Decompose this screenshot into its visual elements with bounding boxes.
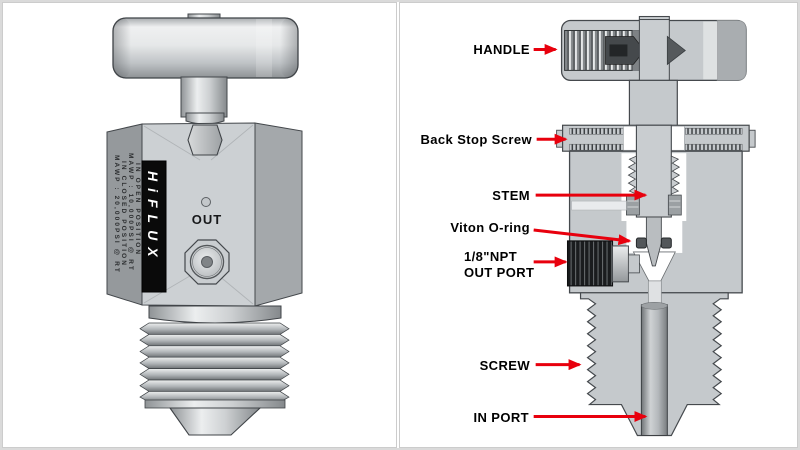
viton-o-rings <box>635 237 672 249</box>
brand-label-plate <box>141 160 167 293</box>
callout-arrows <box>533 43 648 423</box>
in-port-channel <box>640 280 668 436</box>
valve-stem-exterior <box>180 76 228 125</box>
out-port-boss <box>184 239 230 285</box>
gland-nut <box>187 124 223 156</box>
arrow-viton-o-ring <box>533 228 632 246</box>
side-passage <box>571 200 627 211</box>
t-handle <box>112 17 299 79</box>
panel-cross-section: HANDLE Back Stop Screw STEM Viton O-ring… <box>399 2 798 448</box>
out-port-section <box>566 240 640 287</box>
valve-3d-illustration <box>106 13 303 436</box>
panel-3d-view: OUT HiFLUX MAWP : 20,000PSI @ RT IN CLOS… <box>2 2 397 448</box>
pilot-hole <box>201 197 211 207</box>
valve-cross-section-illustration <box>533 15 756 437</box>
stem-housing <box>628 79 678 127</box>
lower-thread-section <box>139 305 290 436</box>
stem-section <box>626 124 682 267</box>
handle-section <box>560 19 747 82</box>
